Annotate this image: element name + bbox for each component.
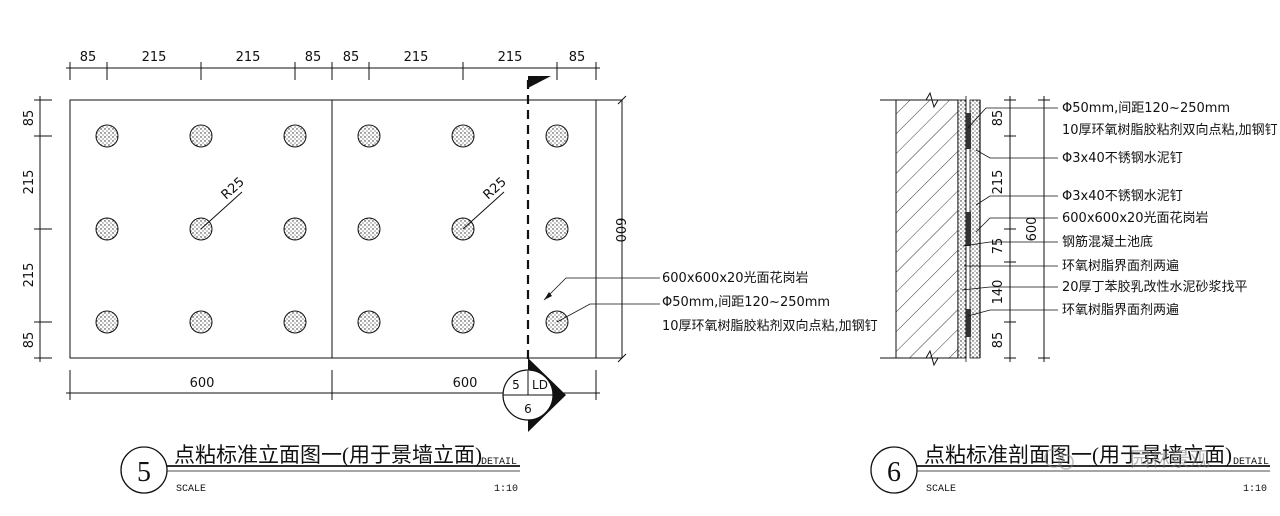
section-leaders xyxy=(961,107,1058,317)
title-left-scale-label: SCALE xyxy=(176,484,206,495)
section-marker: 5 LD 6 xyxy=(502,358,566,432)
section-note-7: 环氧树脂界面剂两遍 xyxy=(1062,258,1179,274)
title-right-number: 6 xyxy=(887,457,901,488)
section-note-8: 20厚丁苯胶乳改性水泥砂浆找平 xyxy=(1062,279,1248,295)
elevation-note-2: Φ50mm,间距120~250mm xyxy=(662,295,830,310)
mortar-layer xyxy=(957,99,967,359)
title-block-right: 6 点粘标准剖面图一(用于景墙立面) DETAIL SCALE 1:10 xyxy=(870,443,1270,495)
section-note-9: 环氧树脂界面剂两遍 xyxy=(1062,302,1179,318)
adhesive-dots xyxy=(95,124,569,334)
section-drawing: 85 215 75 140 85 600 Φ50mm,间距120~250mm 1… xyxy=(880,91,1278,367)
elevation-note-3: 10厚环氧树脂胶粘剂双向点粘,加钢钉 xyxy=(662,318,878,334)
bottom-dim-right: 600 xyxy=(453,376,478,391)
right-dim: 600 xyxy=(612,218,627,243)
section-dim-5: 85 xyxy=(991,332,1006,349)
radius-label-right: R25 xyxy=(481,175,510,203)
title-left-scale-value: 1:10 xyxy=(494,484,518,495)
section-dimension-line xyxy=(1004,96,1050,362)
top-dim-1: 85 xyxy=(80,50,97,65)
concrete-wall xyxy=(896,100,958,358)
left-dimension-line xyxy=(34,96,52,362)
top-dim-4: 85 xyxy=(305,50,322,65)
top-dim-7: 215 xyxy=(498,50,523,65)
section-note-6: 钢筋混凝土池底 xyxy=(1062,234,1153,250)
watermark-text: 园林景观 xyxy=(1130,447,1210,471)
left-dim-1: 85 xyxy=(22,110,37,127)
left-dim-2: 215 xyxy=(22,170,37,195)
section-dim-2: 215 xyxy=(991,170,1006,195)
granite-panel-right xyxy=(331,99,597,359)
section-note-5: 600x600x20光面花岗岩 xyxy=(1062,210,1209,226)
section-note-4: Φ3x40不锈钢水泥钉 xyxy=(1062,189,1183,204)
section-dim-1: 85 xyxy=(991,110,1006,127)
section-note-2: 10厚环氧树脂胶粘剂双向点粘,加钢钉 xyxy=(1062,122,1278,138)
watermark: 园林景观 xyxy=(1044,447,1210,471)
title-right-scale-value: 1:10 xyxy=(1243,484,1267,495)
section-flag xyxy=(528,76,551,88)
bottom-dim-left: 600 xyxy=(190,376,215,391)
radius-label-left: R25 xyxy=(219,175,248,203)
top-dim-5: 85 xyxy=(343,50,360,65)
title-right-text: 点粘标准剖面图一(用于景墙立面) xyxy=(924,443,1232,467)
title-left-number: 5 xyxy=(137,457,151,488)
top-dimension-line xyxy=(66,62,600,80)
left-dim-4: 85 xyxy=(22,332,37,349)
top-dim-8: 85 xyxy=(569,50,586,65)
elevation-drawing: 85 215 215 85 85 215 215 85 85 215 215 8… xyxy=(22,50,878,432)
section-dim-4: 140 xyxy=(991,280,1006,305)
elevation-note-1: 600x600x20光面花岗岩 xyxy=(662,270,809,286)
section-note-1: Φ50mm,间距120~250mm xyxy=(1062,101,1230,116)
section-overall-dim: 600 xyxy=(1025,217,1040,242)
marker-bottom: 6 xyxy=(524,402,532,416)
top-dim-6: 215 xyxy=(404,50,429,65)
title-left-text: 点粘标准立面图一(用于景墙立面) xyxy=(174,443,482,467)
top-dim-3: 215 xyxy=(236,50,261,65)
title-left-detail: DETAIL xyxy=(481,457,517,468)
title-right-detail: DETAIL xyxy=(1233,457,1269,468)
section-note-3: Φ3x40不锈钢水泥钉 xyxy=(1062,151,1183,166)
title-block-left: 5 点粘标准立面图一(用于景墙立面) DETAIL SCALE 1:10 xyxy=(120,443,520,495)
marker-right: LD xyxy=(532,378,548,392)
left-dim-3: 215 xyxy=(22,263,37,288)
title-right-scale-label: SCALE xyxy=(926,484,956,495)
section-dim-3: 75 xyxy=(991,238,1006,255)
top-dim-2: 215 xyxy=(142,50,167,65)
marker-top: 5 xyxy=(512,378,520,392)
